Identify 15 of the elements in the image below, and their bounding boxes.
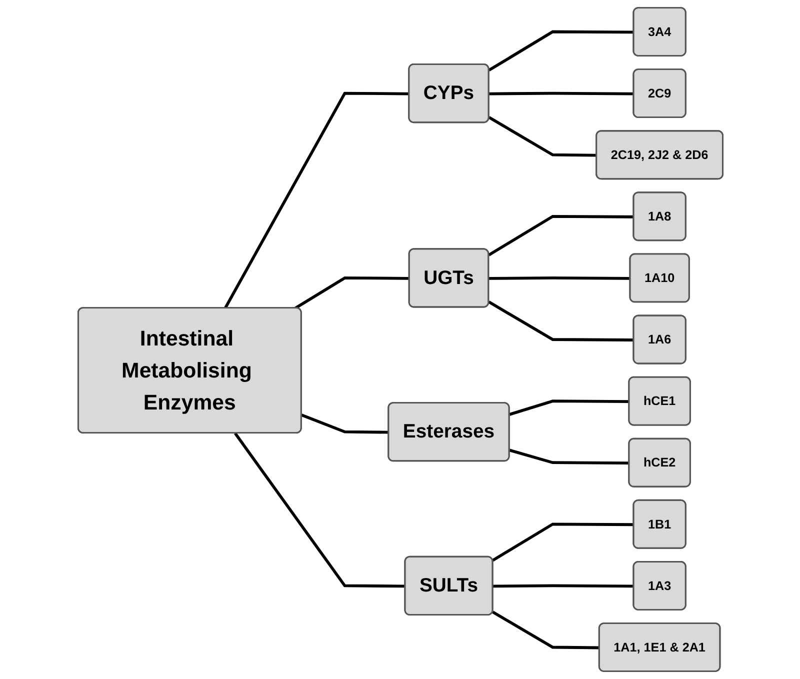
connector xyxy=(492,584,634,588)
connector xyxy=(488,276,630,280)
connector xyxy=(233,432,405,588)
connector xyxy=(300,414,388,434)
connector xyxy=(488,92,634,96)
connector xyxy=(488,214,634,256)
connector xyxy=(492,610,600,650)
connector xyxy=(223,92,409,309)
connector xyxy=(488,116,596,157)
connector xyxy=(488,300,634,342)
connector xyxy=(294,276,410,310)
connector xyxy=(492,522,634,562)
connector xyxy=(508,448,629,465)
connector xyxy=(508,400,629,416)
connector xyxy=(488,30,634,72)
